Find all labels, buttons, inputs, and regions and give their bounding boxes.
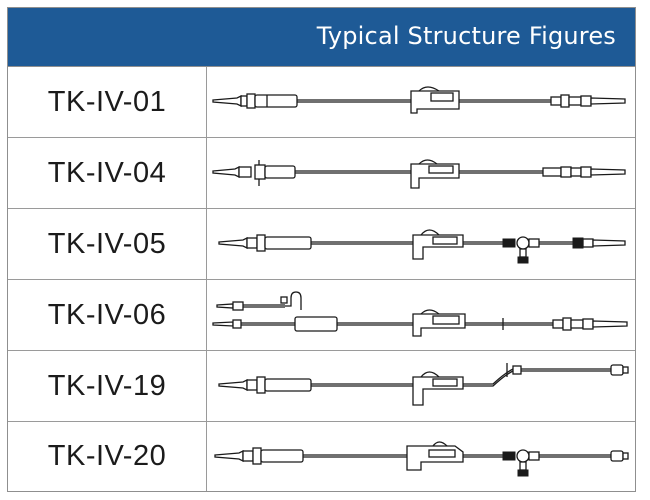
structure-figure [207,351,635,421]
iv-set-diagram [218,363,629,406]
table-body: TK-IV-01 [8,66,635,491]
table-row: TK-IV-04 [8,137,635,208]
structure-figure [207,422,635,491]
iv-set-diagram [218,229,626,264]
model-code: TK-IV-04 [8,138,207,208]
header-title: Typical Structure Figures [316,22,616,50]
model-code: TK-IV-05 [8,209,207,279]
structure-figure [207,67,635,137]
table-row: TK-IV-19 [8,350,635,421]
iv-set-diagram [214,441,629,477]
table-header: Typical Structure Figures [8,8,635,66]
iv-set-diagram [212,159,626,189]
model-code: TK-IV-19 [8,351,207,421]
iv-set-diagram [212,291,628,337]
table-row: TK-IV-05 [8,208,635,279]
table-row: TK-IV-20 [8,421,635,491]
table-row: TK-IV-06 [8,279,635,350]
structure-figure [207,209,635,279]
structure-figure [207,280,635,350]
model-code: TK-IV-01 [8,67,207,137]
product-structure-table: Typical Structure Figures TK-IV-01 [7,7,636,492]
model-code: TK-IV-20 [8,422,207,491]
model-code: TK-IV-06 [8,280,207,350]
table-row: TK-IV-01 [8,66,635,137]
structure-figure [207,138,635,208]
iv-set-diagram [212,86,626,114]
